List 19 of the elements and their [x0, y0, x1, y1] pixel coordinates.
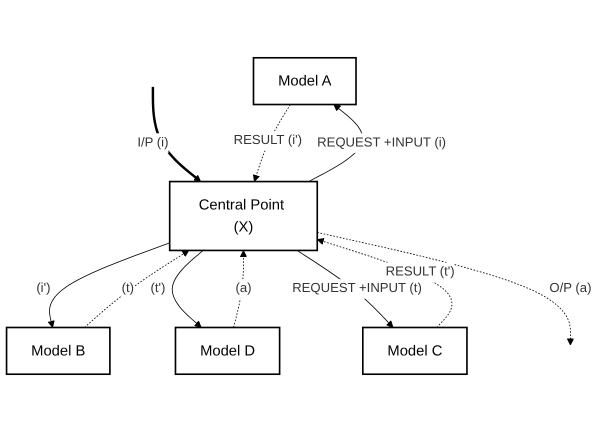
node-box: Model B [6, 326, 111, 376]
node-box: Central Point (X) [168, 180, 318, 252]
node-box: Model D [174, 326, 280, 376]
node-box: Model A [252, 56, 357, 106]
node-box: Model C [362, 326, 468, 376]
edge-label: (a) [235, 282, 252, 296]
edge-label: (i') [36, 282, 50, 296]
edge-label: REQUEST +INPUT (i) [317, 136, 446, 150]
arrow [172, 250, 204, 328]
edge-label: (t) [122, 282, 134, 296]
edge-label: REQUEST +INPUT (t) [292, 282, 422, 296]
edge-label: I/P (i) [137, 136, 168, 150]
arrow [48, 242, 170, 328]
edge-label: RESULT (t') [386, 264, 455, 279]
arrow [233, 250, 248, 328]
edge-label: O/P (a) [549, 282, 592, 296]
edge-label: (t') [150, 282, 166, 296]
edge-label: RESULT (i') [234, 134, 302, 148]
arrow [84, 250, 190, 328]
